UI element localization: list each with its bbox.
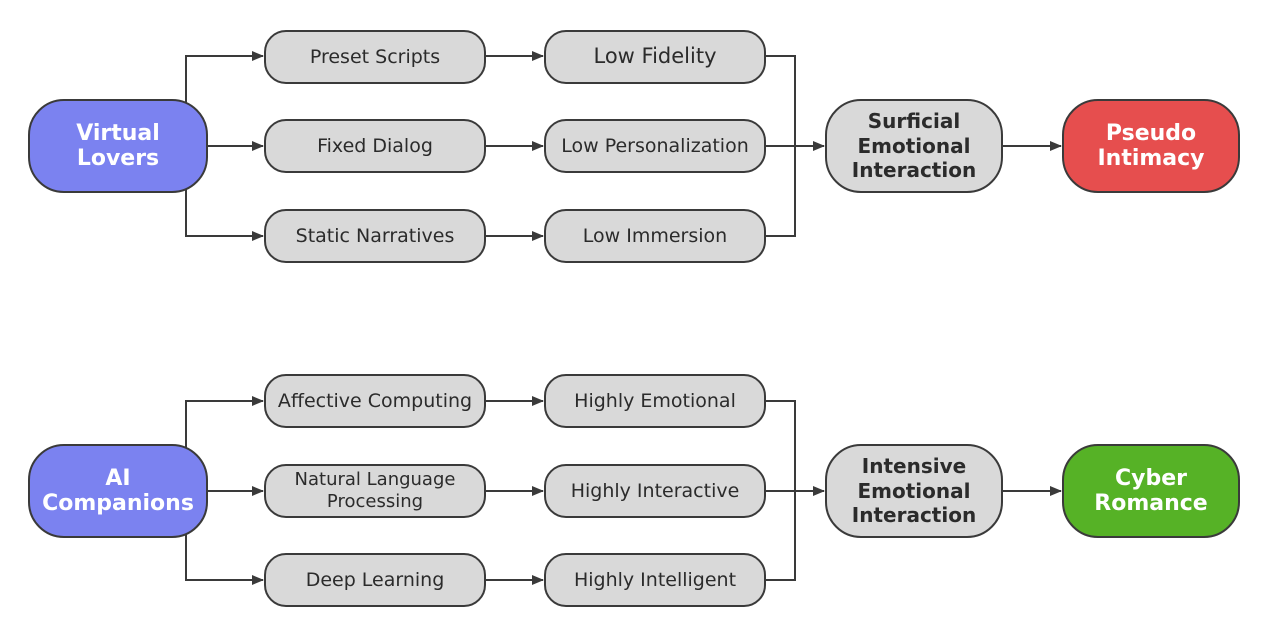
static-narratives-node: Static Narratives (264, 209, 486, 263)
low-fidelity-node: Low Fidelity (544, 30, 766, 84)
pseudo-intimacy-node: Pseudo Intimacy (1062, 99, 1240, 193)
fixed-dialog-label: Fixed Dialog (317, 134, 433, 157)
natural-language-processing-label: Natural Language Processing (294, 469, 456, 512)
low-personalization-node: Low Personalization (544, 119, 766, 173)
intensive-emotional-interaction-node: Intensive Emotional Interaction (825, 444, 1003, 538)
pseudo-intimacy-label: Pseudo Intimacy (1097, 120, 1205, 171)
highly-intelligent-node: Highly Intelligent (544, 553, 766, 607)
deep-learning-node: Deep Learning (264, 553, 486, 607)
low-personalization-label: Low Personalization (561, 134, 749, 157)
highly-emotional-node: Highly Emotional (544, 374, 766, 428)
fixed-dialog-node: Fixed Dialog (264, 119, 486, 173)
highly-intelligent-label: Highly Intelligent (573, 568, 737, 591)
affective-computing-node: Affective Computing (264, 374, 486, 428)
cyber-romance-label: Cyber Romance (1094, 465, 1208, 516)
ai-companions-node: AI Companions (28, 444, 208, 538)
low-immersion-label: Low Immersion (582, 224, 728, 247)
intensive-emotional-interaction-label: Intensive Emotional Interaction (851, 454, 977, 528)
affective-computing-label: Affective Computing (277, 389, 473, 412)
virtual-lovers-label: Virtual Lovers (76, 120, 160, 171)
low-immersion-node: Low Immersion (544, 209, 766, 263)
preset-scripts-label: Preset Scripts (309, 45, 441, 68)
low-fidelity-label: Low Fidelity (593, 44, 717, 69)
highly-interactive-label: Highly Interactive (570, 479, 740, 502)
cyber-romance-node: Cyber Romance (1062, 444, 1240, 538)
virtual-lovers-node: Virtual Lovers (28, 99, 208, 193)
preset-scripts-node: Preset Scripts (264, 30, 486, 84)
ai-companions-label: AI Companions (42, 465, 194, 516)
natural-language-processing-node: Natural Language Processing (264, 464, 486, 518)
surficial-emotional-interaction-label: Surficial Emotional Interaction (851, 109, 977, 183)
static-narratives-label: Static Narratives (295, 224, 455, 247)
deep-learning-label: Deep Learning (305, 568, 445, 591)
highly-interactive-node: Highly Interactive (544, 464, 766, 518)
surficial-emotional-interaction-node: Surficial Emotional Interaction (825, 99, 1003, 193)
highly-emotional-label: Highly Emotional (574, 389, 736, 412)
